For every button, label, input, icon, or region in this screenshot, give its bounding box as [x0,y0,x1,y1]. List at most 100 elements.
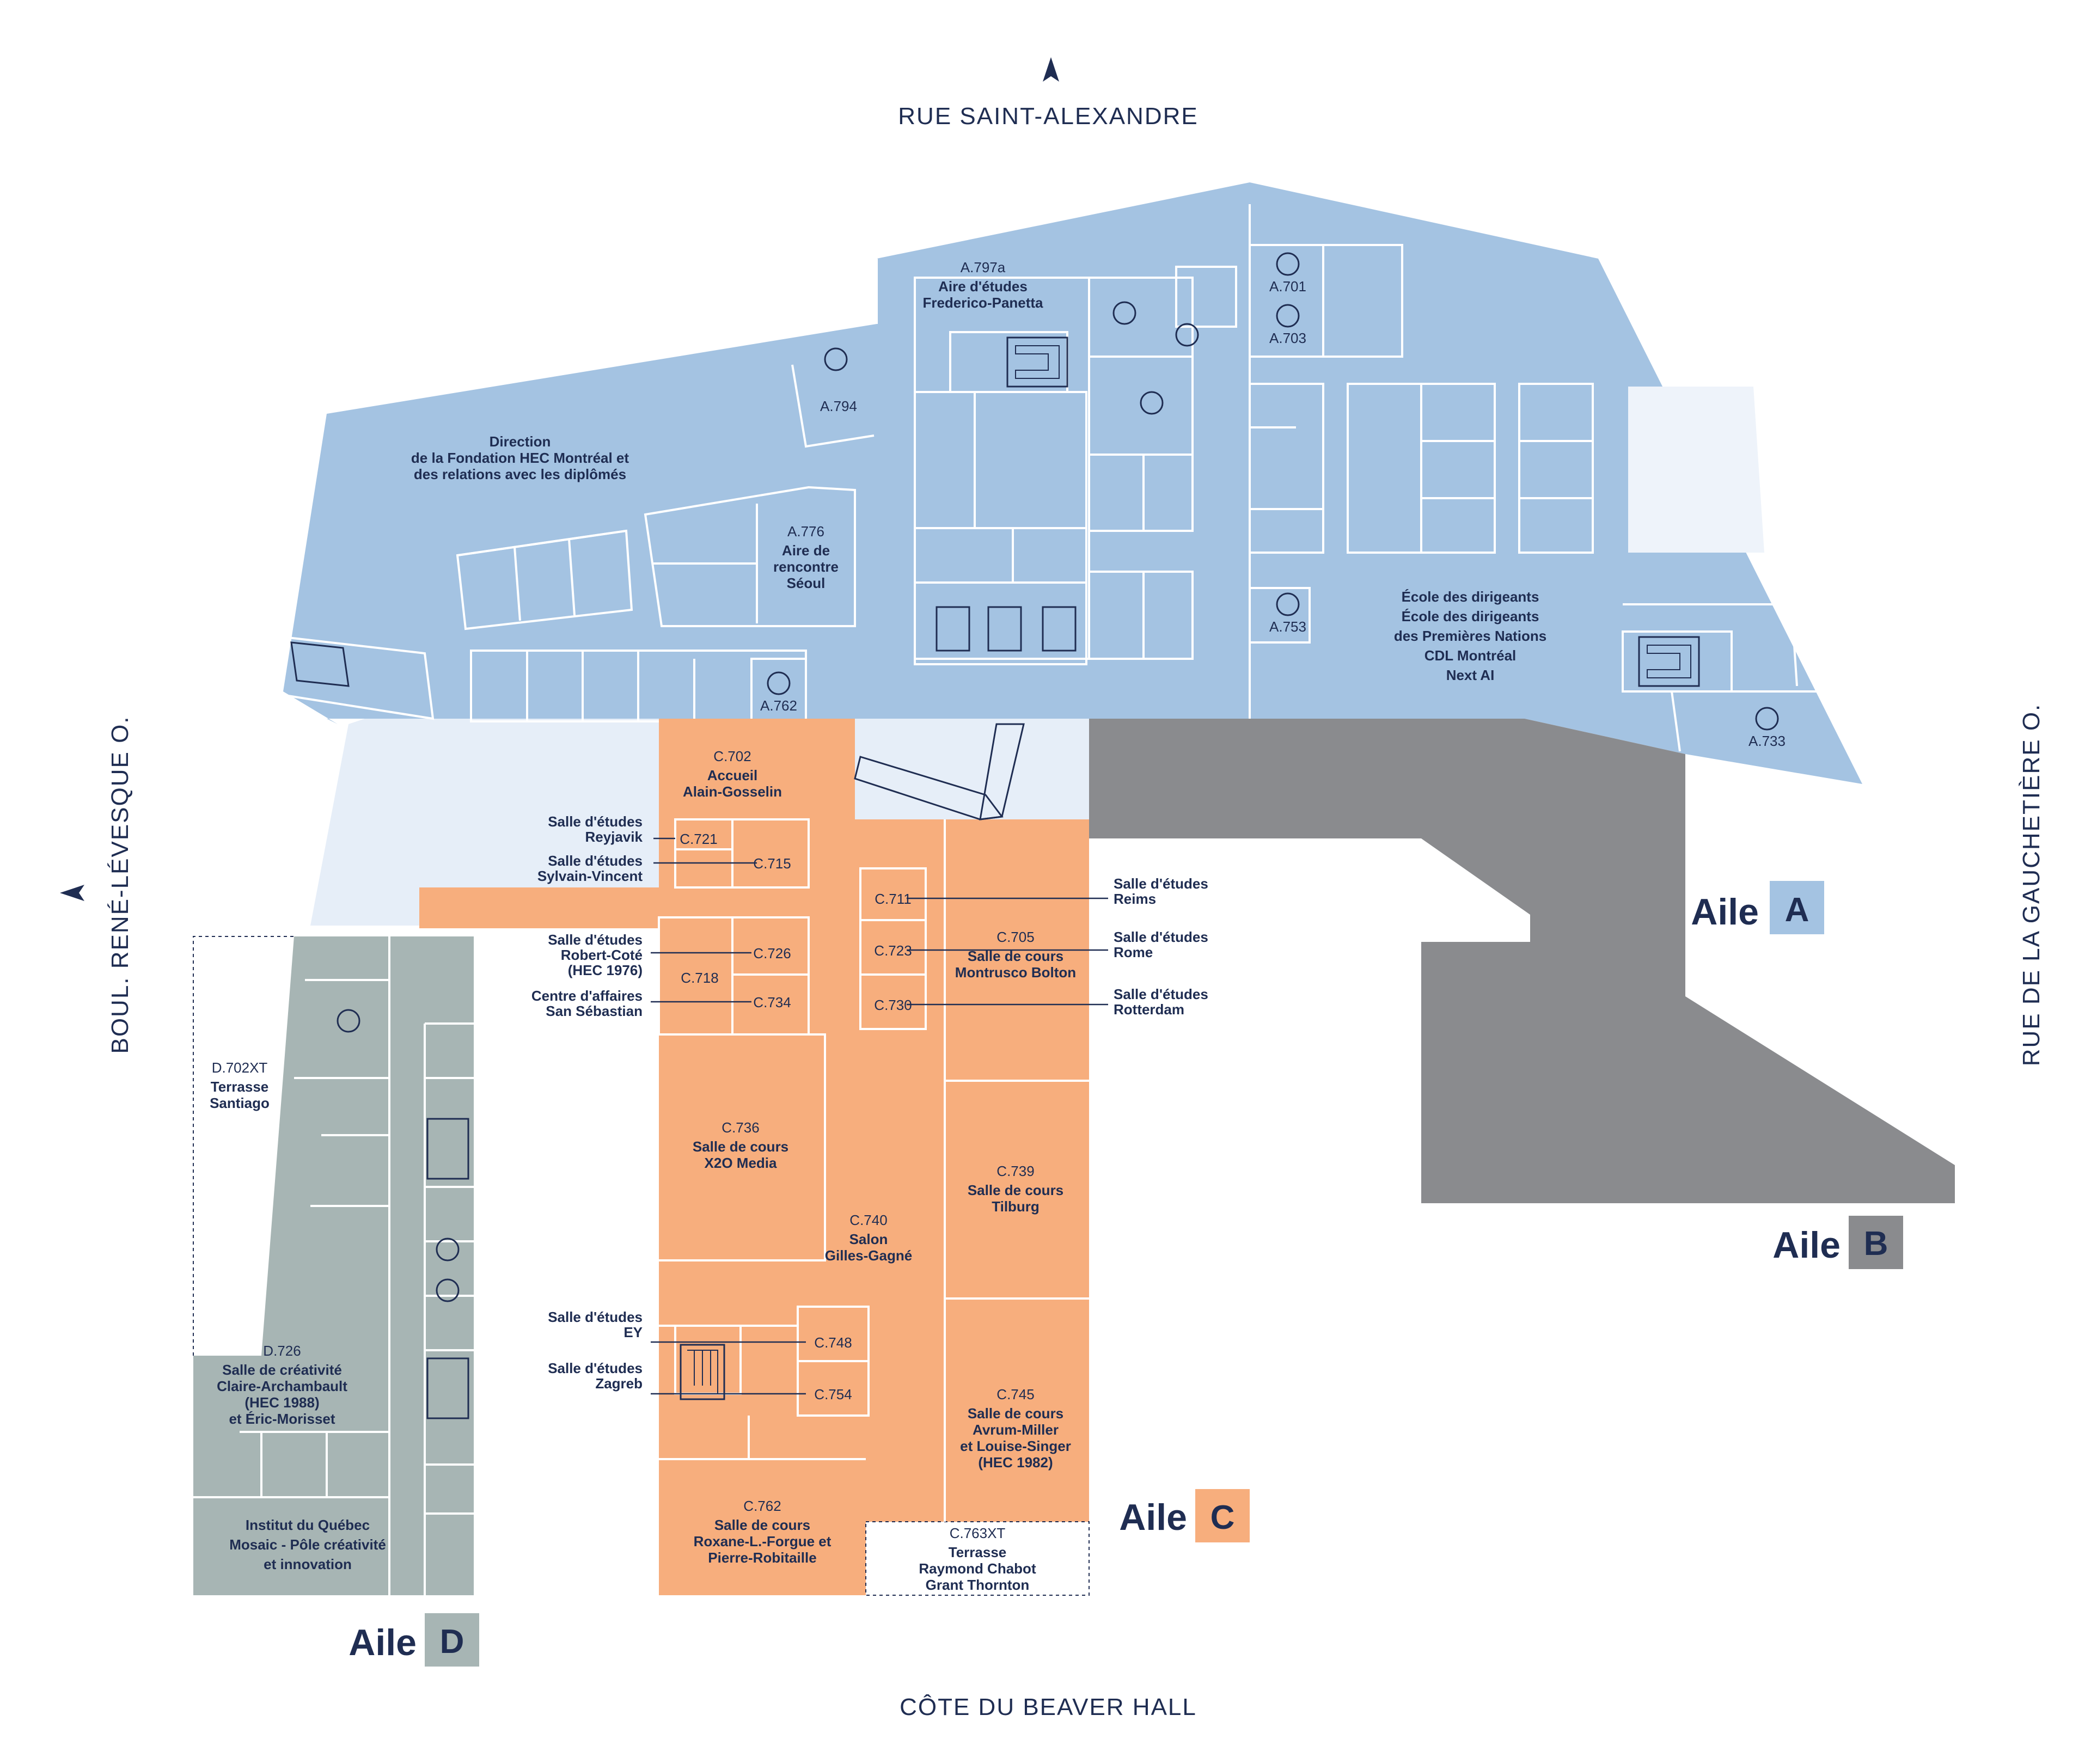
wing-c-swatch [1195,1489,1250,1542]
svg-text:C.723: C.723 [874,942,912,959]
washroom-icon [337,1009,460,1302]
d-terrace-outline [193,936,294,1356]
room-a701[interactable]: A.701 [1269,278,1306,295]
svg-text:A.776: A.776 [787,523,824,540]
street-south: CÔTE DU BEAVER HALL [900,1693,1197,1720]
washroom-icon [767,252,1779,731]
svg-text:C.734: C.734 [753,994,791,1010]
wing-d-walls [193,936,474,1595]
svg-text:D.726: D.726 [263,1343,301,1359]
room-c748[interactable]: C.748 [814,1334,852,1351]
wing-b-floor[interactable] [1089,719,1955,1203]
wing-d-swatch [425,1613,479,1667]
svg-text:Aile: Aile [348,1622,417,1663]
wing-a-floor[interactable] [283,182,1862,784]
svg-text:C.705: C.705 [996,929,1034,945]
svg-text:C.721: C.721 [680,831,717,847]
room-a762[interactable]: A.762 [760,697,797,714]
svg-text:A.701: A.701 [1269,278,1306,295]
svg-text:C.763XT: C.763XT [950,1525,1006,1541]
svg-text:C: C [1210,1499,1235,1536]
room-c726[interactable]: C.726 [753,945,791,961]
room-a703[interactable]: A.703 [1269,330,1306,346]
svg-text:C.736: C.736 [722,1119,759,1136]
svg-text:C.745: C.745 [996,1386,1034,1402]
svg-text:A.733: A.733 [1748,733,1786,749]
room-c718[interactable]: C.718 [681,970,718,986]
room-c734[interactable]: C.734 [753,994,791,1010]
svg-text:A.794: A.794 [820,398,857,414]
svg-text:Aile: Aile [1772,1224,1841,1266]
elevator-icon [936,606,1077,652]
room-a794[interactable]: A.794 [820,398,857,414]
room-a753[interactable]: A.753 [1269,618,1306,635]
wing-c-badge: Aile C [1119,1489,1250,1542]
room-a733[interactable]: A.733 [1748,733,1786,749]
svg-text:C.762: C.762 [743,1498,781,1514]
svg-text:A.797a: A.797a [961,259,1006,275]
room-c730[interactable]: C.730 [874,997,912,1013]
wing-d-floor[interactable] [193,936,474,1595]
room-c715[interactable]: C.715 [753,855,791,872]
room-c711[interactable]: C.711 [875,891,911,907]
svg-text:C.711: C.711 [875,891,911,907]
street-west: BOUL. RENÉ-LÉVESQUE O. [107,715,133,1054]
wing-d-badge: Aile D [348,1613,479,1667]
west-arrow-icon [60,885,84,901]
street-north: RUE SAINT-ALEXANDRE [898,103,1198,130]
room-c721[interactable]: C.721 [680,831,717,847]
svg-text:C.739: C.739 [996,1163,1034,1179]
wing-b-badge: Aile B [1772,1216,1903,1269]
room-c723[interactable]: C.723 [874,942,912,959]
street-east: RUE DE LA GAUCHETIÈRE O. [2018,703,2045,1067]
wing-c-floor[interactable] [419,719,1089,1595]
svg-text:A.703: A.703 [1269,330,1306,346]
callout-leaders [651,837,1108,1395]
svg-text:B: B [1864,1225,1888,1263]
svg-text:C.748: C.748 [814,1334,852,1351]
room-c754[interactable]: C.754 [814,1386,852,1402]
wing-a-walls [276,204,1846,752]
escalator-icon [854,723,1025,820]
